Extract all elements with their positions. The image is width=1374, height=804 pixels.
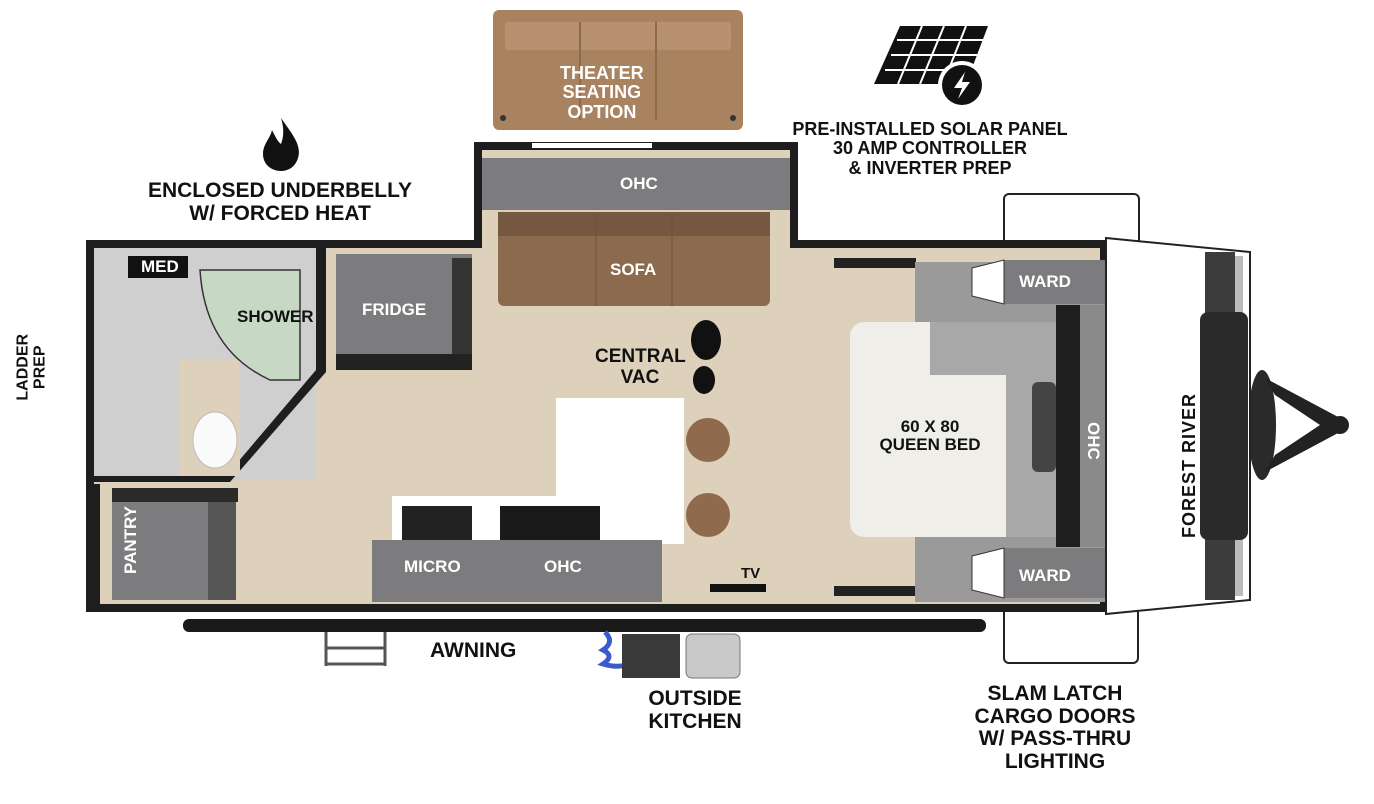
awning — [183, 619, 986, 632]
label-line: SEATING — [562, 82, 642, 103]
label-line: 30 AMP CONTROLLER — [832, 138, 1028, 159]
stool — [686, 493, 730, 537]
label-line: W/ FORCED HEAT — [189, 201, 371, 225]
shower-label: SHOWER — [237, 307, 314, 326]
front-ohc — [1080, 305, 1105, 547]
kitchen-ohc-label: OHC — [544, 557, 582, 576]
pantry — [112, 500, 208, 600]
stool — [686, 418, 730, 462]
solar-label: PRE-INSTALLED SOLAR PANEL 30 AMP CONTROL… — [782, 119, 1078, 178]
label-line: W/ PASS-THRU — [978, 727, 1132, 751]
boot-print-icon — [691, 320, 721, 394]
label-line: ENCLOSED UNDERBELLY — [147, 179, 413, 202]
label-line: QUEEN BED — [879, 435, 981, 455]
sink — [500, 506, 600, 542]
cargo-door-bottom — [1003, 607, 1139, 664]
outside-kitchen-label: OUTSIDE KITCHEN — [640, 687, 750, 733]
ladder-prep-label: LADDER PREP — [15, 327, 50, 407]
slide-ohc — [482, 158, 790, 210]
hitch — [1248, 370, 1349, 480]
flame-icon — [263, 118, 299, 171]
theater-seating-label: THEATER SEATING OPTION — [560, 63, 644, 122]
entry-steps — [324, 632, 387, 666]
label-line: VAC — [620, 366, 660, 388]
label-line: KITCHEN — [648, 709, 742, 733]
bed — [850, 322, 1056, 537]
med-cabinet-label: MED — [141, 257, 179, 276]
ward-bottom — [1004, 548, 1105, 598]
slide-ohc-label: OHC — [620, 174, 658, 193]
pantry-label: PANTRY — [121, 506, 140, 574]
ward-top — [1004, 260, 1105, 304]
brand-logo: FOREST RIVER — [1179, 392, 1199, 538]
solar-panel-icon — [874, 25, 988, 109]
front-ohc-label: OHC — [1084, 422, 1103, 460]
theater-seating — [493, 10, 743, 130]
label-line: 60 X 80 — [900, 417, 960, 436]
awning-label: AWNING — [430, 639, 517, 662]
label-line: CARGO DOORS — [974, 704, 1136, 728]
label-line: PREP — [32, 345, 49, 390]
outside-kitchen — [597, 630, 741, 679]
label-line: PRE-INSTALLED SOLAR PANEL — [792, 119, 1068, 139]
kitchen-counter — [372, 540, 662, 602]
label-line: OUTSIDE — [648, 687, 742, 710]
toilet — [192, 411, 238, 469]
stove — [402, 506, 472, 542]
tv-label: TV — [741, 565, 761, 582]
underbelly-label: ENCLOSED UNDERBELLY W/ FORCED HEAT — [130, 179, 430, 225]
tv — [710, 584, 766, 592]
label-line: CENTRAL — [595, 346, 686, 367]
bed-label: 60 X 80 QUEEN BED — [870, 417, 990, 455]
fridge-label: FRIDGE — [362, 300, 427, 319]
fridge — [336, 254, 472, 370]
label-line: SLAM LATCH — [987, 682, 1123, 705]
central-vac-label: CENTRAL VAC — [595, 346, 686, 388]
ward-top-label: WARD — [1019, 272, 1071, 291]
ward-bottom-label: WARD — [1019, 566, 1071, 585]
sofa-label: SOFA — [610, 260, 657, 279]
micro-label: MICRO — [404, 557, 461, 576]
label-line: LADDER — [14, 333, 32, 401]
label-line: LIGHTING — [1004, 750, 1106, 774]
label-line: OPTION — [567, 101, 637, 122]
cargo-doors-label: SLAM LATCH CARGO DOORS W/ PASS-THRU LIGH… — [965, 682, 1145, 774]
label-line: THEATER — [560, 63, 644, 83]
front-cap — [1105, 236, 1251, 616]
label-line: & INVERTER PREP — [848, 157, 1012, 178]
